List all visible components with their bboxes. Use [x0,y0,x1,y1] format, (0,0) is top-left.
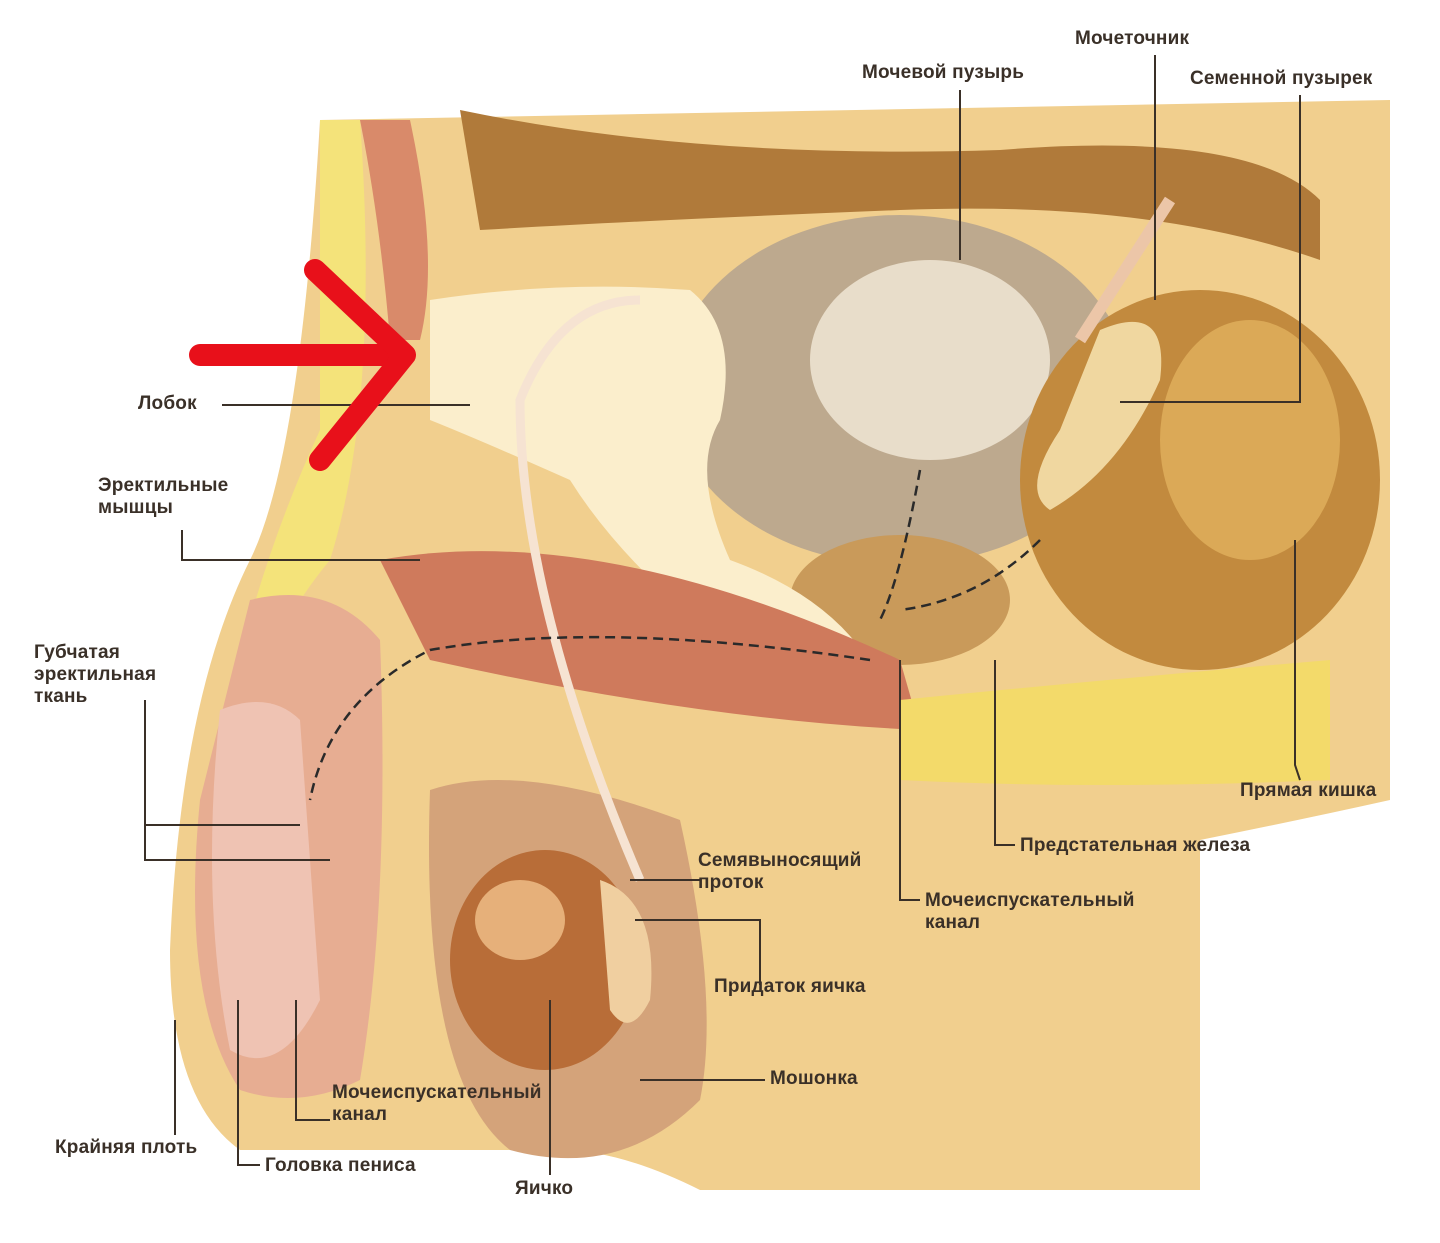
label-urethra-upper: Мочеиспускательный канал [925,890,1135,933]
spongy-tissue [212,702,320,1059]
pubic-bone [430,286,880,694]
label-urethra-lower: Мочеиспускательный канал [332,1082,542,1125]
seminal-vesicle [1037,321,1162,510]
label-prostate: Предстательная железа [1020,835,1251,856]
perineal-fat [900,660,1330,785]
label-foreskin: Крайняя плоть [55,1137,198,1158]
epididymis [600,880,652,1023]
label-ureter: Мочеточник [1075,28,1190,49]
label-vas-deferens: Семявыносящий проток [698,850,862,893]
label-spongy-tissue: Губчатая эректильная ткань [34,642,157,707]
label-bladder: Мочевой пузырь [862,62,1025,83]
label-pubis: Лобок [138,393,197,414]
fat-layer [230,120,366,700]
erectile-muscle [380,551,920,730]
label-glans: Головка пениса [265,1155,416,1176]
red-arrow-annotation [189,259,416,471]
testis-highlight [475,880,565,960]
label-rectum: Прямая кишка [1240,780,1377,801]
abdominal-muscle [360,120,428,340]
vas-deferens [515,295,645,882]
label-testis: Яичко [515,1178,574,1199]
label-epididymis: Придаток яичка [714,976,866,997]
label-erectile-muscles: Эректильные мышцы [98,475,229,518]
bladder-highlight [810,260,1050,460]
label-scrotum: Мошонка [770,1068,858,1089]
leader-lines [144,55,1301,1175]
peritoneum [460,110,1320,260]
label-seminal-vesicle: Семенной пузырек [1190,68,1373,89]
urethra-dashed [308,469,1041,801]
rectum-highlight [1160,320,1340,560]
